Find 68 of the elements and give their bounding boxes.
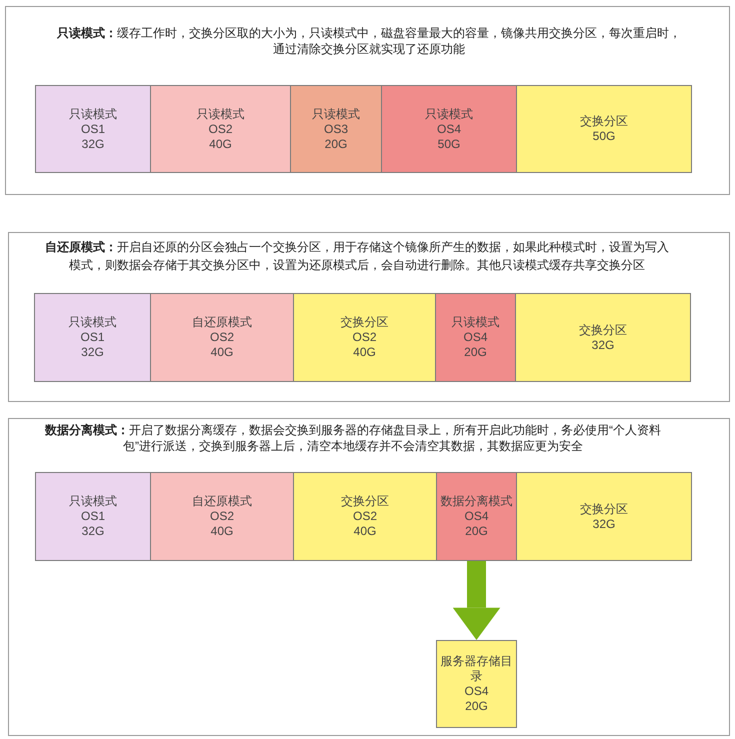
partition-label: 20G [324,136,348,152]
partition-label: 20G [464,345,487,360]
partition-label: OS2 [352,509,377,524]
partition-label: OS4 [464,509,488,524]
description-text: 数据分离模式：开启了数据分离缓存，数据会交换到服务器的存储盘目录上，所有开启此功能时，务必使用“个人资料包”进行派送，交换到服务器上后，清空本地缓存并不会清空其数据，其数据应更为安全 [44,422,662,454]
partition-label: 40G [354,524,376,539]
partition-label: 32G [82,524,104,539]
partition-label: 自还原模式 [192,315,252,330]
partition-label: OS2 [210,509,234,524]
mode-panel [5,6,730,195]
partition-label: 服务器存储目录 [440,654,514,684]
partition-label: OS3 [324,122,348,136]
partition-label: 交换分区 [340,315,388,330]
partition-label: 只读模式 [452,315,500,330]
partition-label: 只读模式 [196,106,244,122]
partition-block [435,293,516,382]
partition-label: 32G [82,136,104,152]
partition-block [381,85,517,173]
partition-block [515,293,691,382]
partition-block [293,293,436,382]
partition-label: 32G [592,338,614,352]
partition-label: OS1 [80,122,105,136]
partition-block [35,472,151,561]
partition-label: 交换分区 [341,494,389,509]
partition-label: OS4 [436,122,461,136]
mode-panel [8,418,730,736]
partition-label: 只读模式 [69,106,117,122]
partition-label: 只读模式 [69,494,117,509]
partition-block [150,293,294,382]
partition-label: 自还原模式 [192,494,252,509]
arrow [452,561,500,640]
partition-label: 只读模式 [312,106,360,122]
partition-label: 50G [592,129,616,144]
description-text: 只读模式：缓存工作时，交换分区取的大小为，只读模式中，磁盘容量最大的容量，镜像共用交换分区，每次重启时，通过清除交换分区就实现了还原功能 [56,25,682,57]
directory-block [436,640,517,728]
partition-label: 数据分离模式 [440,494,512,509]
mode-panel [8,232,730,402]
partition-block [436,472,517,561]
partition-label: OS1 [80,330,104,345]
description-text: 自还原模式：开启自还原的分区会独占一个交换分区，用于存储这个镜像所产生的数据，如果此种模式时，设置为写入模式，则数据会存储于其交换分区中，设置为还原模式后，会自动进行删除。其他只读模式缓存共享交换分区 [45,239,669,274]
partition-block [516,472,692,561]
partition-label: OS2 [352,330,376,345]
partition-label: 交换分区 [580,502,628,516]
partition-label: 20G [465,699,488,714]
partition-label: 32G [81,345,104,360]
partition-label: 交换分区 [579,322,627,338]
partition-label: 50G [438,136,460,152]
partition-label: 40G [210,345,234,360]
partition-label: 32G [592,516,616,532]
partition-label: OS4 [463,330,488,345]
partition-label: 只读模式 [425,106,473,122]
partition-label: 40G [210,524,234,539]
partition-label: 20G [465,524,488,539]
partition-block [150,472,294,561]
partition-label: 40G [353,345,376,360]
partition-label: 40G [209,136,232,152]
partition-label: OS2 [210,330,234,345]
partition-block [35,85,151,173]
partition-label: OS4 [464,684,488,699]
partition-block [290,85,382,173]
partition-block [516,85,692,173]
partition-block [34,293,151,382]
partition-label: OS1 [80,509,105,524]
partition-label: OS2 [208,122,232,136]
partition-label: 只读模式 [68,315,116,330]
partition-block [150,85,291,173]
partition-label: 交换分区 [580,114,628,129]
partition-block [293,472,437,561]
